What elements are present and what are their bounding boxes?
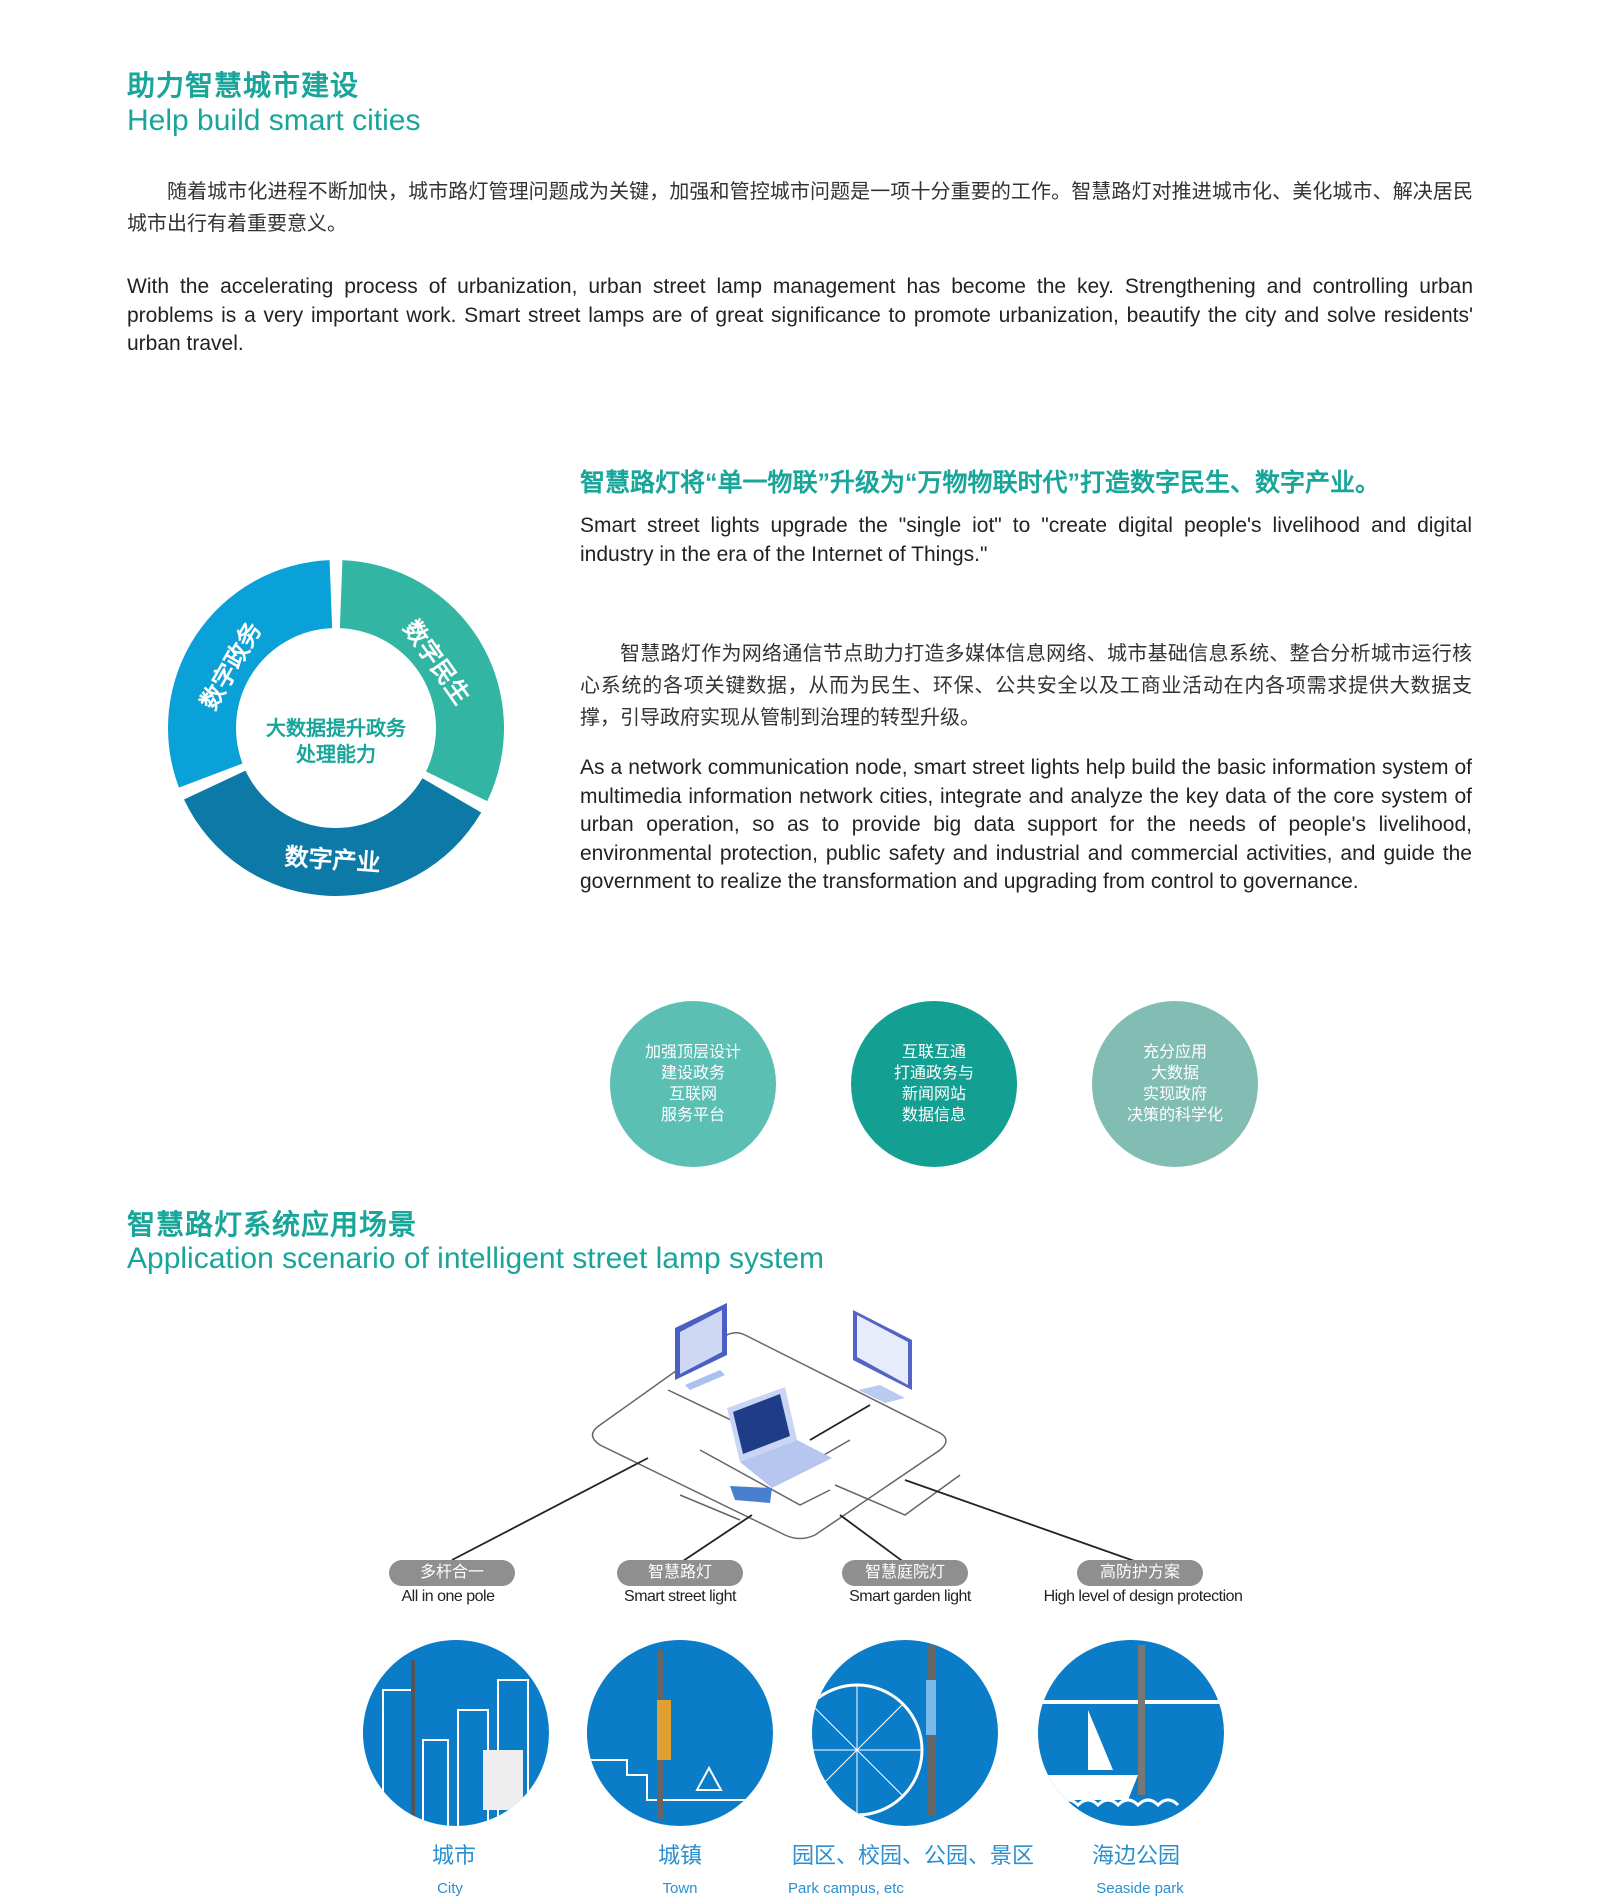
bubble-line: 数据信息 [901,1107,966,1124]
scene-label-park: 园区、校园、公园、景区 [791,1843,1035,1868]
bubble-top-level-design: 加强顶层设计 建设政务 互联网 服务平台 [610,1001,776,1167]
scene-label-town: 城镇 [657,1843,703,1868]
donut-segment-livelihood [339,560,504,802]
bubble-line: 服务平台 [660,1107,725,1124]
section1-paragraph-cn: 随着城市化进程不断加快，城市路灯管理问题成为关键，加强和管控城市问题是一项十分重… [127,181,1473,235]
seaside-scene-image [1038,1640,1224,1826]
donut-segment-industry [183,770,482,897]
network-diagram [451,1303,1141,1564]
tag-smart-street-light: 智慧路灯 [617,1560,743,1586]
tag-en-smart-garden-light: Smart garden light [849,1588,971,1605]
scene-en-seaside: Seaside park [1096,1880,1184,1897]
tag-en-smart-street-light: Smart street light [624,1588,736,1605]
section2-paragraph-en: As a network communication node, smart s… [580,756,1472,893]
bubble-line: 加强顶层设计 [644,1044,741,1061]
donut-center-line2: 处理能力 [295,742,376,766]
scene-label-seaside: 海边公园 [1091,1843,1181,1868]
donut-center-line1: 大数据提升政务 [266,716,407,740]
section1-paragraph-en: With the accelerating process of urbaniz… [127,275,1473,355]
bubble-line: 互联互通 [901,1044,966,1061]
bubble-interconnection: 互联互通 打通政务与 新闻网站 数据信息 [851,1001,1017,1167]
donut-segment-government [168,560,333,788]
bubble-line: 大数据 [1150,1065,1199,1082]
bubble-big-data: 充分应用 大数据 实现政府 决策的科学化 [1092,1001,1258,1167]
city-scene-image [363,1640,549,1826]
tag-en-all-in-one-pole: All in one pole [401,1588,495,1605]
bubble-line: 打通政务与 [893,1065,974,1082]
section1-title-en: Help build smart cities [127,104,421,137]
section1-title-cn: 助力智慧城市建设 [127,70,360,101]
section3-title-cn: 智慧路灯系统应用场景 [127,1209,418,1240]
bubble-line: 建设政务 [660,1065,725,1082]
laptop-icon [727,1387,832,1503]
scene-en-park: Park campus, etc [788,1880,904,1897]
tag-smart-garden-light: 智慧庭院灯 [842,1560,968,1586]
donut-diagram: 大数据提升政务 处理能力 数字民生 数字产业 数字政务 [168,560,504,897]
section3-title-en: Application scenario of intelligent stre… [127,1242,825,1275]
bubble-line: 决策的科学化 [1126,1107,1223,1124]
tag-all-in-one-pole: 多杆合一 [389,1560,515,1586]
donut-label-industry: 数字产业 [284,843,382,878]
scene-en-town: Town [662,1880,698,1897]
tag-en-high-protection: High level of design protection [1043,1588,1243,1605]
section2-paragraph-cn: 智慧路灯作为网络通信节点助力打造多媒体信息网络、城市基础信息系统、整合分析城市运… [580,643,1472,729]
desktop-monitor-icon [675,1303,727,1390]
section2-heading-en: Smart street lights upgrade the "single … [580,514,1472,566]
bubble-line: 充分应用 [1142,1044,1207,1061]
scene-en-city: City [437,1880,463,1897]
bubble-line: 互联网 [668,1086,717,1103]
network-outer-frame [591,1332,947,1540]
park-scene-image [812,1640,998,1826]
scene-label-city: 城市 [431,1843,477,1868]
tag-high-protection: 高防护方案 [1077,1560,1203,1586]
town-scene-image [587,1640,773,1826]
monitor-icon [853,1310,912,1403]
bubble-line: 新闻网站 [901,1086,966,1103]
section2-heading-cn: 智慧路灯将“单一物联”升级为“万物物联时代”打造数字民生、数字产业。 [580,469,1381,497]
bubble-line: 实现政府 [1142,1086,1207,1103]
